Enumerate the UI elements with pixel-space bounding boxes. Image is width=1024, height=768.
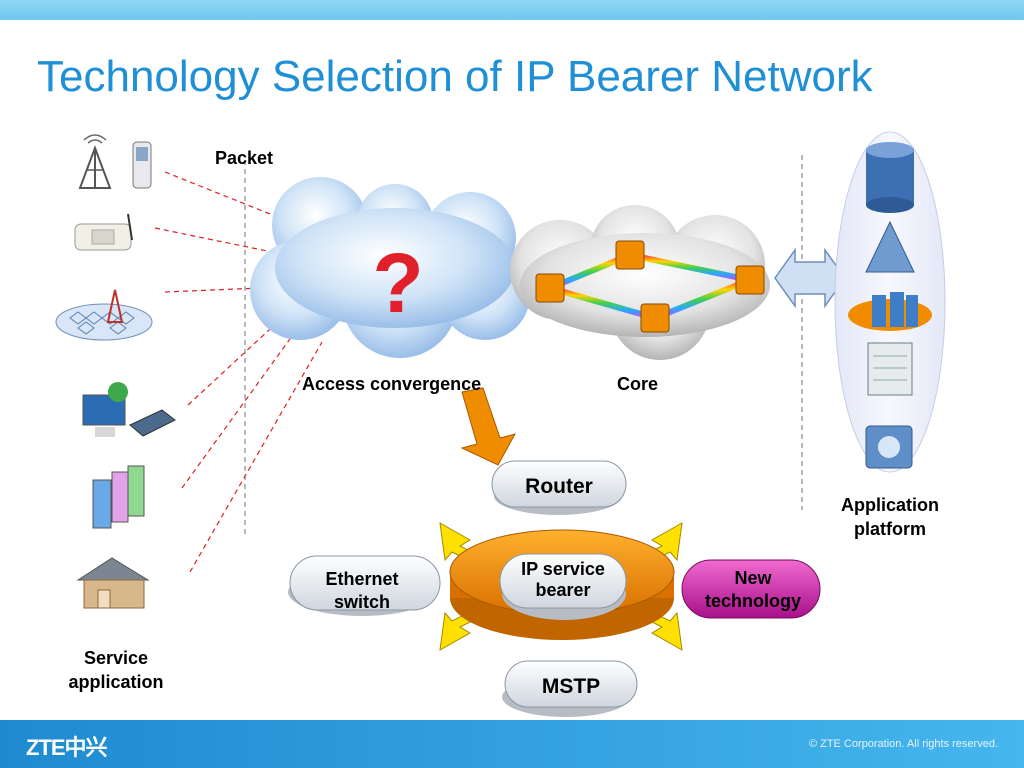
wireless-network-icon (55, 289, 153, 341)
ip-service-bearer-option (499, 553, 627, 609)
new-technology-option (681, 559, 821, 619)
application-platform-label: Application platform (828, 493, 952, 541)
ip-service-bearer-label-1: IP service (521, 559, 605, 579)
mstp-label: MSTP (542, 675, 600, 698)
application-platform-label-line2: platform (854, 519, 926, 539)
computer-icon (82, 382, 128, 437)
ethernet-switch-option (289, 555, 441, 611)
server-icon (92, 465, 145, 529)
document-icon (867, 342, 913, 396)
info-server-icon (865, 425, 913, 469)
ip-service-bearer-label-2: bearer (535, 580, 590, 600)
access-links (154, 171, 323, 573)
server-cluster-icon (848, 292, 932, 331)
access-convergence-cloud (250, 177, 530, 358)
house-icon (76, 557, 150, 609)
service-application-label-line2: application (68, 672, 164, 692)
access-convergence-label: Access convergence (302, 374, 482, 394)
database-icon (866, 142, 914, 213)
cell-tower-icon (78, 134, 112, 189)
ethernet-switch-label-2: switch (334, 592, 390, 612)
service-application-label-line1: Service (83, 648, 149, 668)
service-application-label: Service application (56, 646, 176, 694)
mobile-phone-icon (132, 141, 152, 189)
double-arrow-icon (774, 247, 846, 309)
ethernet-switch-label-1: Ethernet (325, 569, 398, 589)
selection-arrow-icon (460, 387, 517, 466)
page-title: Technology Selection of IP Bearer Networ… (37, 52, 873, 101)
footer-bar: ZTE中兴 © ZTE Corporation. All rights rese… (0, 720, 1024, 768)
core-router-icon (535, 240, 765, 333)
new-technology-label-2: technology (705, 591, 801, 611)
application-platform-label-line1: Application (841, 495, 939, 515)
zte-logo: ZTE中兴 (26, 735, 108, 760)
router-label: Router (525, 475, 593, 498)
triangle-server-icon (865, 220, 915, 273)
new-technology-label-1: New (734, 568, 772, 588)
core-label: Core (617, 374, 659, 394)
desk-phone-icon (74, 213, 133, 251)
mstp-option (504, 660, 638, 708)
top-banner (0, 0, 1024, 20)
modem-icon (129, 409, 176, 437)
question-mark: ? (372, 236, 423, 330)
router-option (491, 460, 627, 508)
packet-label: Packet (215, 148, 274, 168)
copyright-text: © ZTE Corporation. All rights reserved. (808, 738, 998, 750)
